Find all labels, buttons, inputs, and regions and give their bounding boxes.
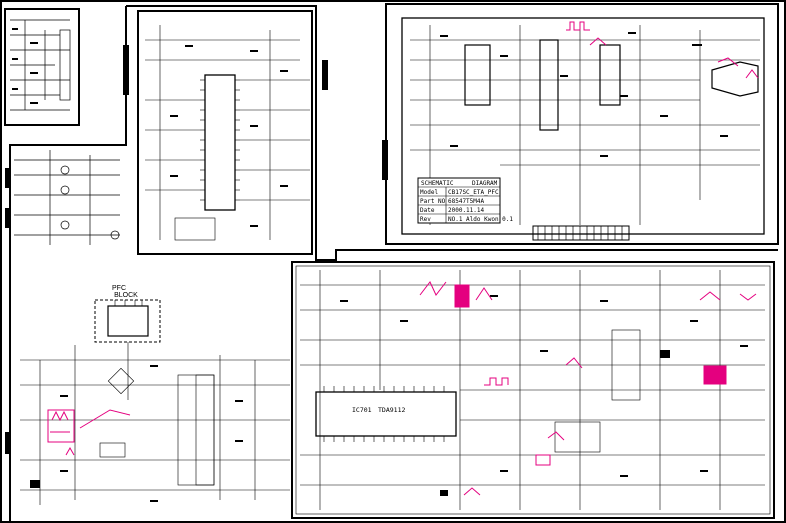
title-block-key: Part NO bbox=[420, 198, 446, 205]
title-block-key: Date bbox=[420, 207, 435, 214]
deflection-waveform-marks bbox=[419, 281, 757, 496]
pfc-block-outline bbox=[94, 299, 161, 343]
pfc-label: BLOCK bbox=[114, 292, 138, 299]
title-block-value: 2000.11.14 bbox=[448, 207, 485, 214]
video-preamp-ic bbox=[464, 44, 491, 106]
deflection-block: IC701 TDA9112 bbox=[291, 261, 775, 519]
pfc-waveform-marks bbox=[47, 409, 131, 456]
title-block-value: NO.1 Aldo Kwon 0.1 bbox=[448, 216, 513, 223]
main-ic-ref: IC701 bbox=[352, 406, 372, 414]
crt-neck-icon bbox=[711, 61, 759, 97]
main-ic-part: TDA9112 bbox=[378, 406, 405, 414]
video-waveform-marks bbox=[566, 21, 759, 79]
osd-ic bbox=[599, 44, 621, 106]
input-connector-block bbox=[4, 8, 80, 126]
mcu-ic bbox=[204, 74, 236, 211]
title-block-value: CB17SC_ETA_PFC bbox=[448, 189, 499, 196]
mcu-block bbox=[123, 5, 778, 261]
title-block-value: 68547T5M4A bbox=[448, 198, 485, 205]
title-block-key: Model bbox=[420, 189, 438, 196]
main-deflection-ic bbox=[315, 391, 457, 437]
title-block-key: Rev bbox=[420, 216, 431, 223]
title-block-value: DIAGRAM bbox=[472, 180, 498, 187]
pfc-label: PFC bbox=[112, 285, 126, 292]
output-transformer-icon bbox=[611, 329, 641, 401]
power-supply-block: PFC BLOCK bbox=[5, 250, 290, 522]
title-block: SCHEMATIC DIAGRAM Model CB17SC_ETA_PFC P… bbox=[417, 177, 513, 224]
title-block-key: SCHEMATIC bbox=[421, 180, 454, 187]
video-block: SCHEMATIC DIAGRAM Model CB17SC_ETA_PFC P… bbox=[382, 3, 779, 245]
board-connector-strip bbox=[532, 225, 630, 241]
pfc-module bbox=[107, 305, 149, 337]
